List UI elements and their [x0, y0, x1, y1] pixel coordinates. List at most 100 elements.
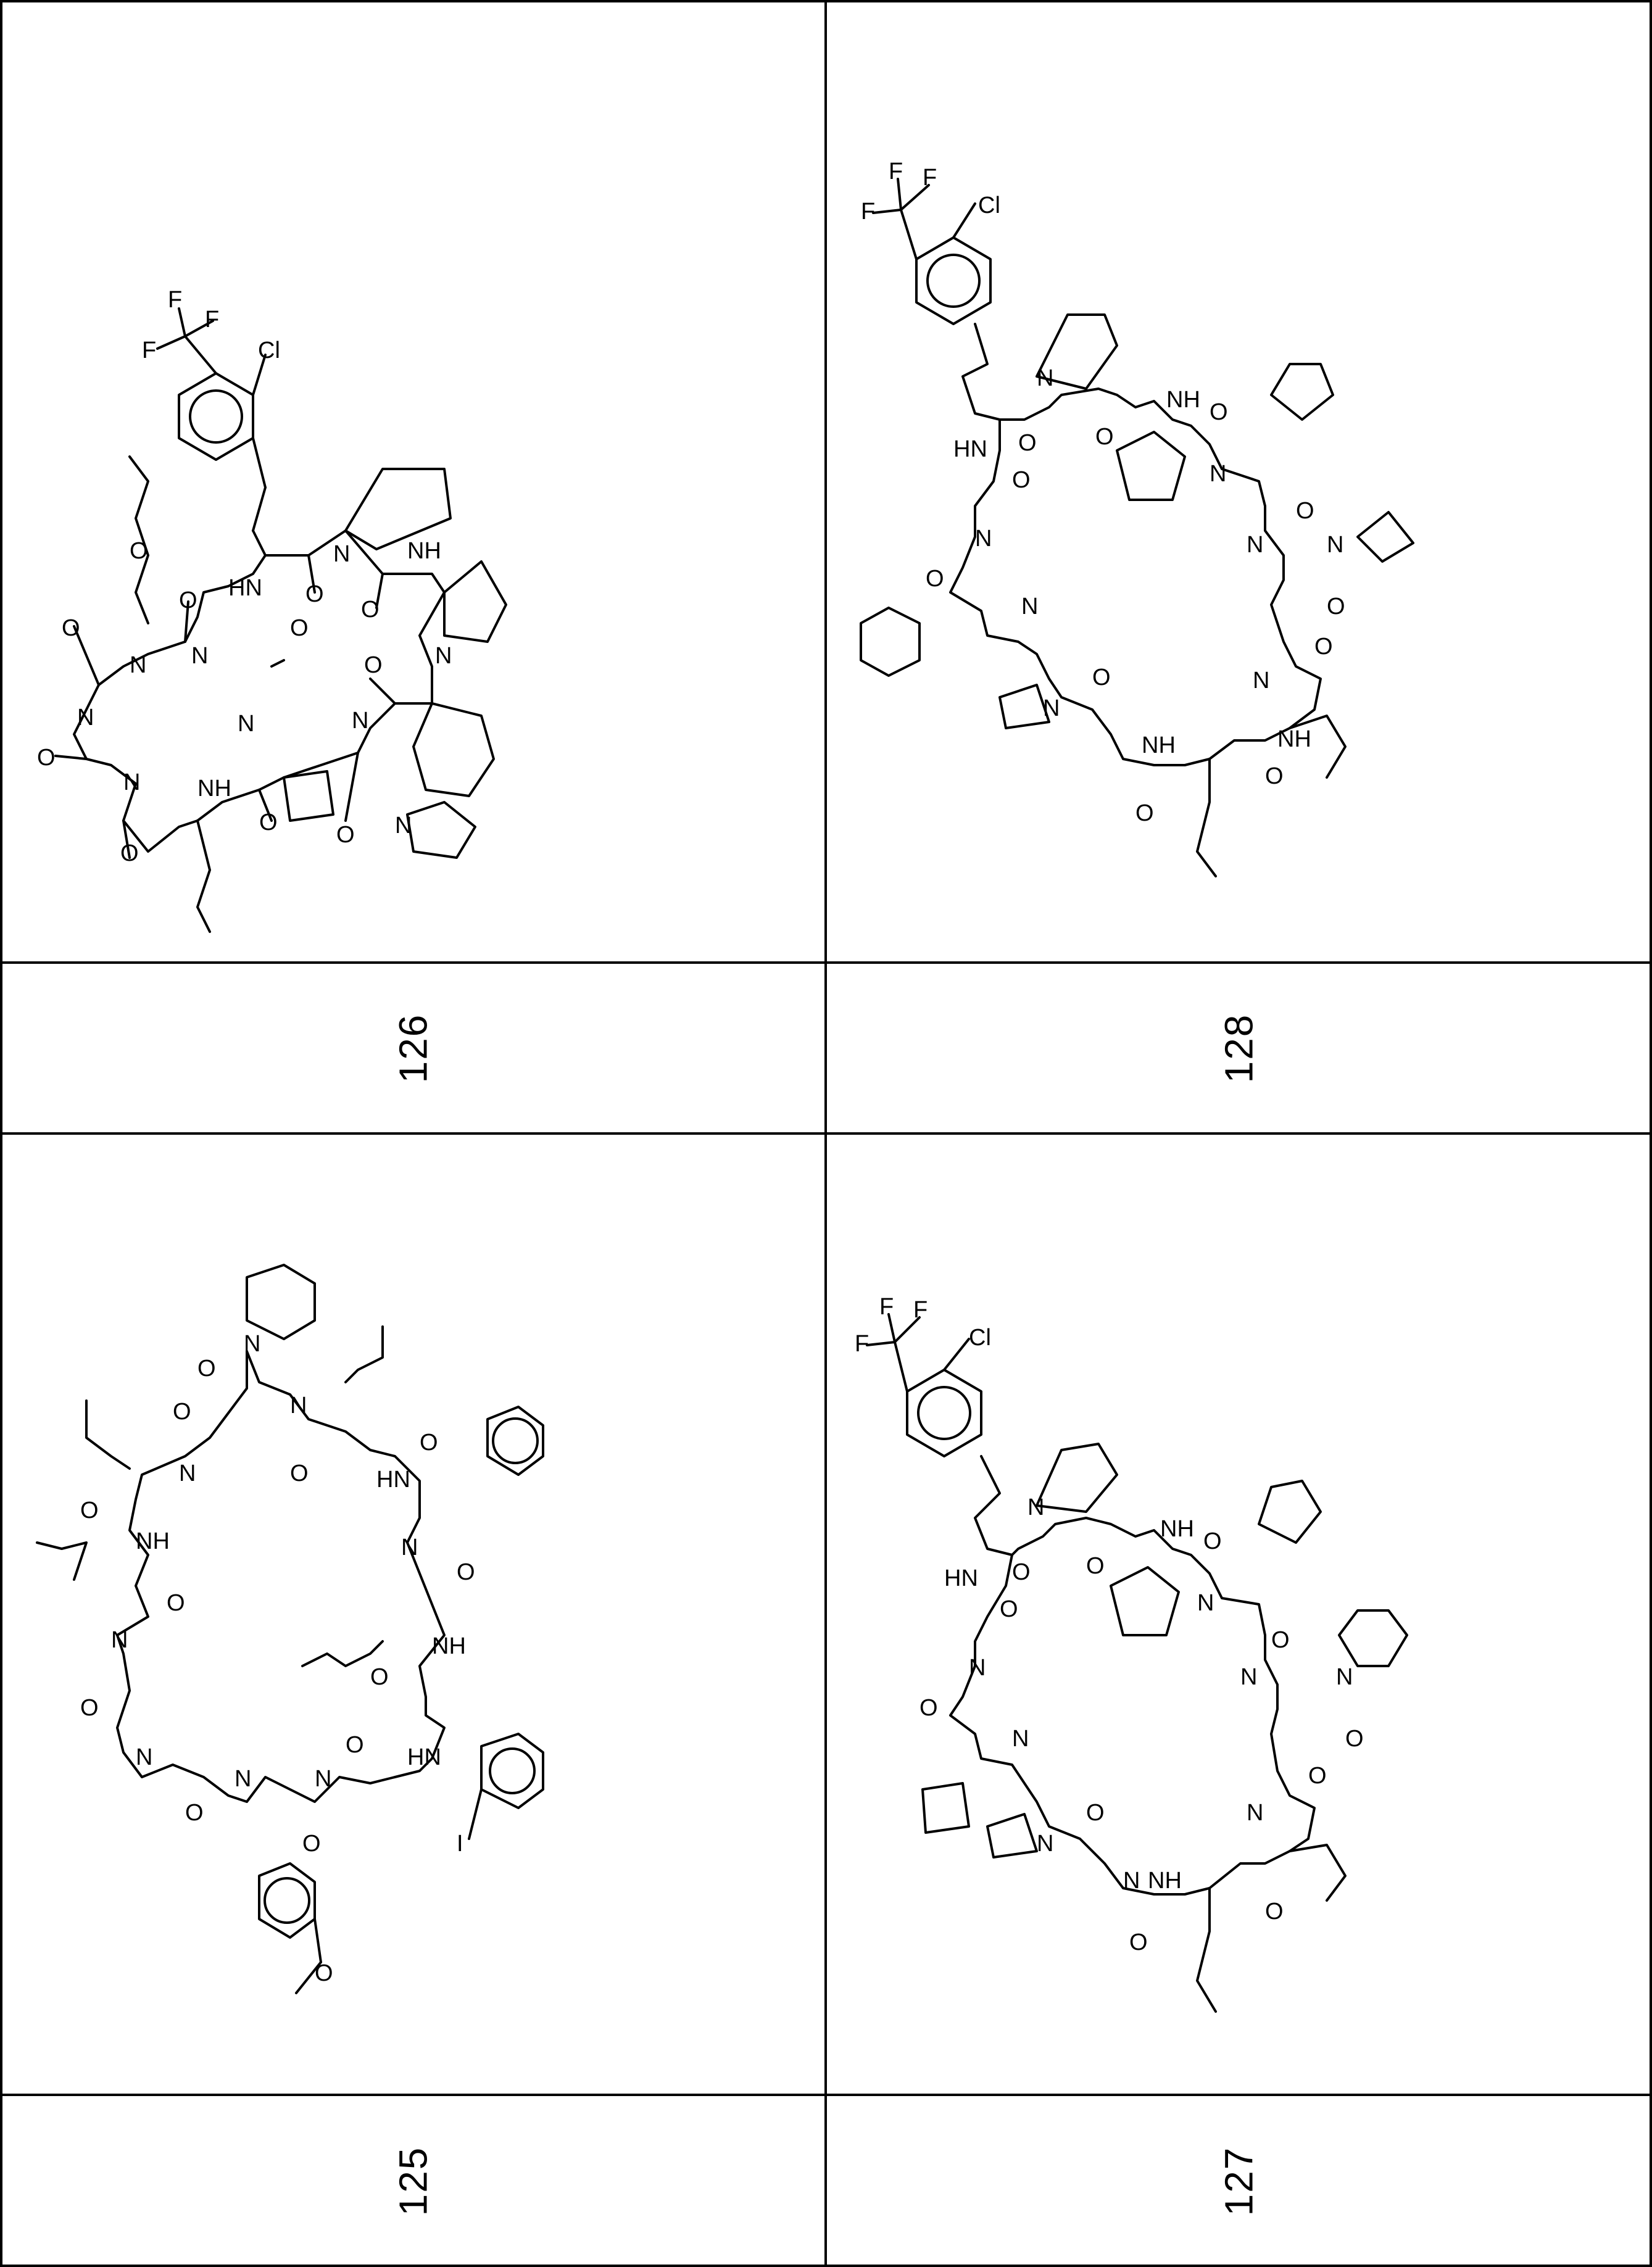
atom-label: O	[1296, 498, 1314, 524]
atom-label: N	[238, 711, 254, 737]
atom-label: NH	[432, 1633, 466, 1659]
atom-label: O	[364, 652, 383, 678]
atom-label: HN	[944, 1565, 978, 1591]
atom-label: O	[167, 1590, 185, 1616]
atom-label: O	[919, 1695, 938, 1721]
atom-label: O	[1092, 665, 1111, 690]
atom-label: N	[1197, 1590, 1214, 1616]
atom-label: O	[346, 1732, 364, 1758]
atom-label: O	[1086, 1800, 1105, 1826]
atom-label: O	[1271, 1627, 1290, 1653]
atom-label: O	[62, 615, 80, 641]
atom-label: O	[290, 615, 309, 641]
atom-label: N	[1210, 461, 1226, 487]
atom-label: N	[136, 1744, 152, 1770]
atom-label: F	[889, 159, 903, 184]
atom-label: O	[1095, 424, 1114, 450]
atom-label: N	[1012, 1726, 1029, 1752]
atom-label: HN	[407, 1744, 441, 1770]
atom-label: N	[1123, 1868, 1140, 1894]
structure-128: F F F Cl N N N	[860, 159, 1414, 877]
atom-label: O	[1308, 1763, 1327, 1789]
atom-label: NH	[1148, 1868, 1182, 1894]
atom-label: O	[361, 597, 380, 623]
atom-label: N	[1240, 1664, 1257, 1690]
atom-label: O	[1012, 467, 1031, 493]
atom-label: N	[1027, 1494, 1044, 1520]
atom-label: N	[435, 643, 452, 669]
atom-label: N	[1247, 1800, 1263, 1826]
atom-label: O	[315, 1960, 333, 1986]
atom-label: N	[290, 1393, 307, 1419]
atom-label: N	[77, 705, 94, 731]
atom-label: O	[179, 587, 197, 613]
atom-label: O	[1135, 800, 1154, 826]
atom-label: O	[37, 745, 56, 771]
atom-label: HN	[953, 436, 987, 462]
compound-number-128: 128	[1216, 1013, 1261, 1083]
atom-label: F	[168, 287, 182, 313]
atom-label: Cl	[969, 1325, 991, 1351]
atom-label: F	[923, 165, 937, 191]
atom-label: O	[1086, 1553, 1105, 1579]
atom-label: NH	[136, 1528, 170, 1554]
atom-label: O	[120, 840, 139, 866]
atom-label: O	[80, 1695, 99, 1721]
atom-label: N	[235, 1766, 251, 1792]
atom-label: N	[395, 813, 412, 839]
atom-label: N	[975, 526, 992, 552]
atom-label: Cl	[978, 193, 1000, 218]
atom-label: N	[1037, 1831, 1053, 1857]
atom-label: O	[1012, 1559, 1031, 1585]
label-cell-top-right: 128	[827, 964, 1651, 1132]
atom-label: NH	[1277, 726, 1311, 752]
atom-label: Cl	[258, 338, 280, 363]
atom-label: N	[1037, 365, 1053, 391]
structure-126: F F F Cl N N	[37, 287, 507, 933]
atom-label: N	[401, 1535, 418, 1560]
atom-label: N	[179, 1461, 196, 1486]
atom-label: N	[333, 541, 350, 567]
atom-label: F	[879, 1294, 894, 1320]
atom-label: HN	[376, 1467, 410, 1493]
label-cell-bottom-left: 125	[1, 2096, 824, 2266]
atom-label: O	[420, 1430, 438, 1456]
compound-number-125: 125	[391, 2146, 435, 2216]
structure-127: F F F Cl N N N	[855, 1294, 1408, 2013]
atom-label: N	[1253, 668, 1269, 694]
atom-label: O	[1327, 594, 1345, 620]
trifluoromethyl-chlorophenyl-group: F F F Cl	[142, 287, 280, 461]
atom-label: O	[259, 810, 278, 835]
atom-label: O	[370, 1664, 389, 1690]
atom-label: O	[197, 1356, 216, 1382]
atom-label: O	[80, 1498, 99, 1523]
atom-label: N	[1043, 695, 1060, 721]
label-cell-top-left: 126	[1, 964, 824, 1132]
atom-label: F	[913, 1297, 928, 1323]
compound-number-126: 126	[391, 1013, 435, 1083]
atom-label: N	[1336, 1664, 1353, 1690]
atom-label: N	[111, 1627, 128, 1653]
atom-label: N	[969, 1655, 986, 1681]
atom-label: O	[1265, 763, 1284, 789]
atom-label: O	[185, 1800, 204, 1826]
atom-label: O	[457, 1559, 475, 1585]
atom-label: NH	[1160, 1516, 1194, 1542]
atom-label: N	[130, 652, 146, 678]
atom-label: O	[1345, 1726, 1364, 1752]
label-cell-bottom-right: 127	[827, 2096, 1651, 2266]
atom-label: F	[861, 199, 875, 225]
atom-label: O	[1265, 1899, 1284, 1925]
atom-label: N	[315, 1766, 331, 1792]
structure-125: N I O O O	[36, 1264, 544, 1994]
atom-label: O	[336, 822, 355, 848]
atom-label: I	[457, 1831, 463, 1857]
atom-label: NH	[1142, 732, 1176, 758]
atom-label: O	[1210, 399, 1228, 425]
atom-label: O	[1203, 1528, 1222, 1554]
atom-label: F	[205, 307, 219, 333]
atom-label: F	[142, 338, 156, 363]
atom-label: F	[855, 1331, 869, 1357]
atom-label: N	[123, 769, 140, 795]
